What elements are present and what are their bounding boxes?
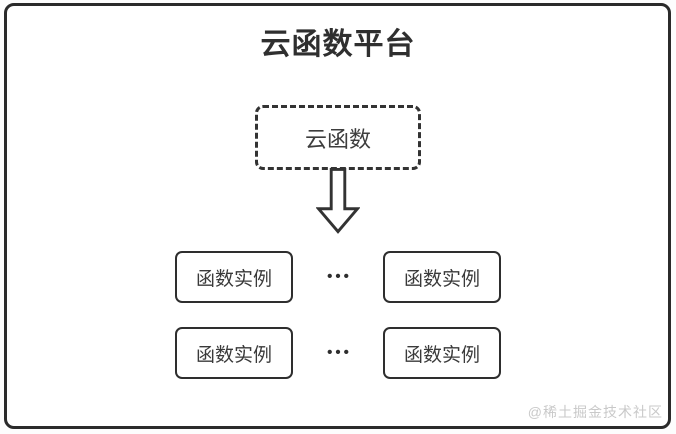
ellipsis-dots: ••• xyxy=(327,344,352,361)
function-instance-label: 函数实例 xyxy=(195,344,272,366)
page-title: 云函数平台 xyxy=(260,28,416,61)
function-instance-node: 函数实例 xyxy=(383,251,501,303)
cloud-function-node: 云函数 xyxy=(255,105,421,170)
ellipsis-dots: ••• xyxy=(327,268,352,285)
function-instance-label: 函数实例 xyxy=(195,268,272,290)
function-instance-node: 函数实例 xyxy=(175,251,293,303)
function-instance-node: 函数实例 xyxy=(383,327,501,379)
cloud-function-label: 云函数 xyxy=(304,126,371,152)
function-instance-label: 函数实例 xyxy=(403,344,480,366)
function-instance-label: 函数实例 xyxy=(403,268,480,290)
down-arrow-icon xyxy=(316,168,360,234)
watermark-text: @稀土掘金技术社区 xyxy=(527,404,663,420)
function-instance-node: 函数实例 xyxy=(175,327,293,379)
